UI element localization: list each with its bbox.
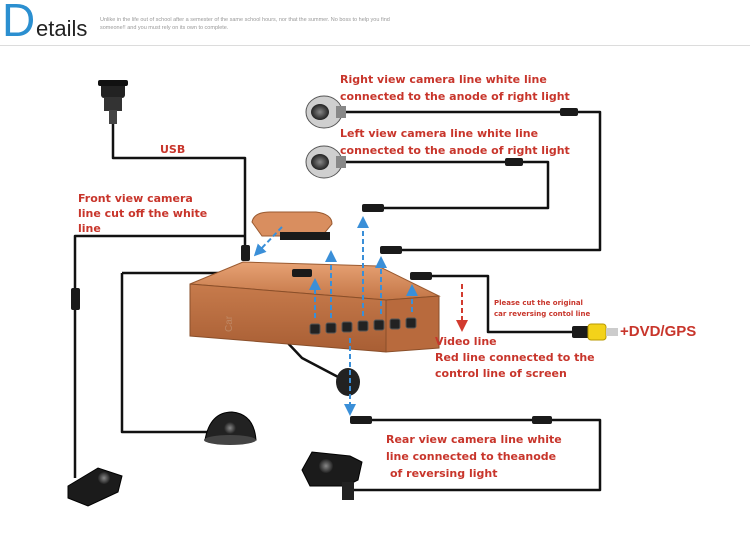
- dome-camera-cable: [120, 273, 210, 434]
- label-video-line-1: Video line: [435, 335, 497, 348]
- title-rest: etails: [36, 16, 88, 41]
- right-camera-cable: [340, 110, 602, 252]
- wiring-diagram: Car: [67, 73, 696, 507]
- subtitle: Unlike in the life out of school after a…: [100, 17, 390, 31]
- port-5: [373, 319, 385, 331]
- label-cut-note-2: car reversing contol line: [494, 310, 590, 318]
- label-video-line-2: Red line connected to the: [435, 351, 595, 364]
- cables: [73, 110, 602, 492]
- connector-left-cam-b: [362, 204, 384, 212]
- remote-unit-plug: [280, 232, 330, 240]
- arrow-usb: [253, 226, 283, 257]
- label-dvd-gps: +DVD/GPS: [620, 323, 696, 340]
- video-control-cable: [420, 274, 585, 334]
- signal-arrows: [253, 216, 418, 416]
- connector-usb-mid: [241, 245, 250, 261]
- usb-connector: [98, 80, 128, 124]
- rear-view-camera: [301, 451, 363, 500]
- label-front-view-2: line cut off the white: [78, 207, 207, 220]
- inline-connectors: [71, 108, 578, 424]
- dome-camera: [204, 411, 257, 445]
- dvr-box: Car: [189, 261, 441, 353]
- port-7: [405, 317, 417, 329]
- rca-plug: [572, 323, 618, 341]
- title-initial: D: [2, 0, 36, 46]
- label-right-view-1: Right view camera line white line: [340, 73, 547, 86]
- left-view-camera: [305, 145, 346, 179]
- connector-right-cam-b: [380, 246, 402, 254]
- port-6: [389, 318, 401, 330]
- label-rear-view-1: Rear view camera line white: [386, 433, 562, 446]
- front-camera-cable: [73, 234, 245, 478]
- label-left-view-2: connected to the anode of right light: [340, 144, 570, 157]
- label-right-view-2: connected to the anode of right light: [340, 90, 570, 103]
- port-3: [341, 321, 353, 333]
- label-usb: USB: [160, 143, 185, 156]
- connector-rear-b: [532, 416, 552, 424]
- label-rear-view-2: line connected to theanode: [386, 450, 556, 463]
- header-divider: [0, 45, 750, 46]
- remote-unit: [251, 211, 333, 240]
- dvr-watermark: Car: [224, 315, 235, 332]
- connector-power: [336, 368, 360, 396]
- front-view-camera: [67, 467, 123, 507]
- left-camera-cable: [340, 160, 550, 210]
- label-rear-view-3: of reversing light: [390, 467, 497, 480]
- connector-dome: [292, 269, 312, 277]
- dvr-ports: [309, 317, 417, 335]
- label-front-view-3: line: [78, 222, 101, 235]
- label-front-view-1: Front view camera: [78, 192, 193, 205]
- remote-unit-body: [251, 211, 333, 237]
- port-1: [309, 323, 321, 335]
- power-lead: [284, 339, 341, 380]
- label-cut-note-1: Please cut the original: [494, 299, 583, 307]
- right-view-camera: [305, 95, 346, 129]
- label-left-view-1: Left view camera line white line: [340, 127, 538, 140]
- connector-front-cam: [71, 288, 80, 310]
- labels: USB Front view camera line cut off the w…: [78, 73, 696, 480]
- header: D etails Unlike in the life out of schoo…: [0, 0, 750, 48]
- port-2: [325, 322, 337, 334]
- connector-left-cam-a: [505, 158, 523, 166]
- connector-rear-a: [350, 416, 372, 424]
- connector-video: [410, 272, 432, 280]
- label-video-line-3: control line of screen: [435, 367, 567, 380]
- rear-camera-cable: [350, 418, 602, 492]
- connector-right-cam-a: [560, 108, 578, 116]
- usb-cable: [111, 120, 247, 248]
- port-4: [357, 320, 369, 332]
